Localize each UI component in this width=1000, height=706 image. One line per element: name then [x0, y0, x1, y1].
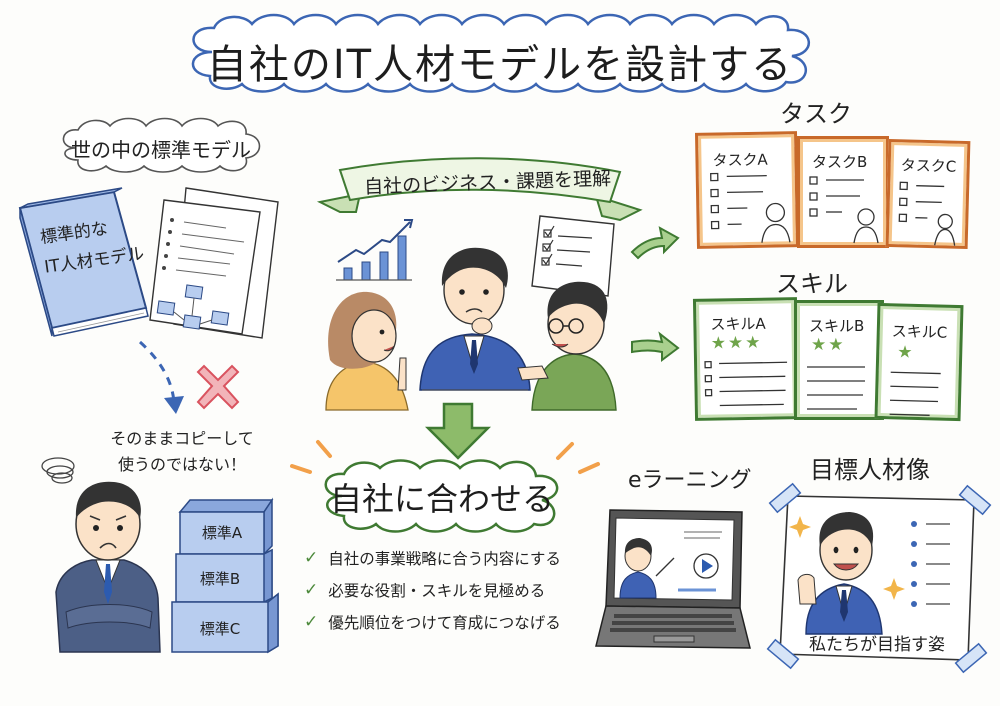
standard-model-cloud: 世の中の標準モデル	[56, 117, 266, 174]
elearning-heading: eラーニング	[628, 468, 752, 493]
warning-line-2: 使うのではない！	[117, 455, 246, 474]
bar-chart-icon	[336, 219, 414, 281]
fit-to-company-cloud: 自社に合わせる	[316, 458, 568, 533]
discussion-people	[322, 240, 618, 411]
arrow-down-icon	[424, 402, 492, 460]
skill-card-b: スキルB ★★	[794, 300, 884, 420]
checklist-icon	[531, 215, 615, 297]
task-checklist-person-icon	[809, 176, 879, 244]
skill-lines-icon	[807, 366, 865, 410]
checklist-item: ✓必要な役割・スキルを見極める	[304, 580, 546, 600]
checklist-item: ✓優先順位をつけて育成につなげる	[304, 612, 561, 632]
cloud-outline-icon	[191, 13, 811, 93]
dashed-arrow	[130, 340, 190, 420]
checkmark-icon: ✓	[304, 612, 319, 632]
task-card-c: タスクC	[885, 138, 971, 250]
ribbon-banner-icon	[316, 157, 643, 222]
cloud-outline-icon	[62, 117, 261, 173]
page-title: 自社のIT人材モデルを設計する	[206, 42, 794, 88]
stacked-boxes-icon	[171, 497, 279, 654]
checklist-item: ✓自社の事業戦略に合う内容にする	[304, 548, 561, 568]
warning-note: そのままコピーして 使うのではない！	[92, 426, 272, 478]
standard-box-b: 標準B	[199, 570, 241, 588]
business-banner: 自社のビジネス・課題を理解	[316, 150, 643, 230]
title-cloud: 自社のIT人材モデルを設計する	[182, 12, 818, 94]
task-checklist-person-icon	[898, 181, 956, 246]
arrow-right-icon	[631, 331, 680, 362]
standard-model-label: 世の中の標準モデル	[71, 138, 251, 162]
arrow-to-tasks	[630, 224, 680, 260]
laptop-icon	[595, 509, 751, 649]
standard-box-c: 標準C	[199, 620, 241, 638]
document-stack-icon	[149, 187, 279, 339]
warning-line-1: そのままコピーして	[110, 429, 254, 448]
standard-model-book: 標準的な IT人材モデル	[14, 187, 154, 338]
fit-to-company-label: 自社に合わせる	[329, 480, 554, 518]
confused-businessman	[20, 452, 170, 662]
skill-stars-1: ★	[896, 342, 913, 363]
confused-person-icon	[41, 457, 161, 653]
skills-heading: スキル	[776, 270, 848, 298]
down-arrow	[424, 402, 492, 460]
tasks-heading: タスク	[780, 100, 852, 128]
arrow-to-skills	[630, 331, 680, 362]
skill-card-a: スキルA ★★★	[692, 297, 800, 421]
task-card-a: タスクA	[694, 131, 800, 249]
standard-docs	[149, 187, 280, 339]
target-caption: 私たちが目指す姿	[809, 635, 945, 655]
checkmark-icon: ✓	[304, 580, 319, 600]
dashed-arrow-down-icon	[138, 340, 184, 414]
growth-chart	[334, 212, 414, 284]
team-discussion-icon	[325, 247, 617, 411]
fit-checklist: ✓自社の事業戦略に合う内容にする ✓必要な役割・スキルを見極める ✓優先順位をつ…	[304, 542, 561, 638]
book-icon	[18, 187, 149, 337]
poster-frame-icon	[766, 482, 992, 674]
standard-box-stack: 標準A 標準B 標準C	[168, 494, 280, 654]
curved-arrow-right-icon	[630, 226, 680, 260]
elearning-laptop	[595, 508, 751, 660]
standard-box-a: 標準A	[201, 524, 243, 542]
target-heading: 目標人材像	[810, 456, 930, 484]
task-checklist-person-icon	[710, 172, 791, 243]
checklist-document	[531, 215, 615, 297]
prohibited-x-icon	[194, 364, 242, 412]
skill-lines-icon	[704, 360, 788, 407]
skill-stars-3: ★★★	[710, 332, 763, 354]
cloud-outline-icon	[324, 459, 559, 533]
skill-card-c: スキルC ★	[874, 302, 964, 422]
sparkle-lines-icon	[290, 440, 600, 474]
checkmark-icon: ✓	[304, 548, 319, 568]
task-card-b: タスクB	[797, 136, 889, 248]
skill-lines-icon	[889, 371, 941, 416]
target-poster: 私たちが目指す姿	[766, 482, 992, 674]
skill-stars-2: ★★	[811, 335, 846, 355]
emphasis-sparks	[288, 440, 608, 500]
